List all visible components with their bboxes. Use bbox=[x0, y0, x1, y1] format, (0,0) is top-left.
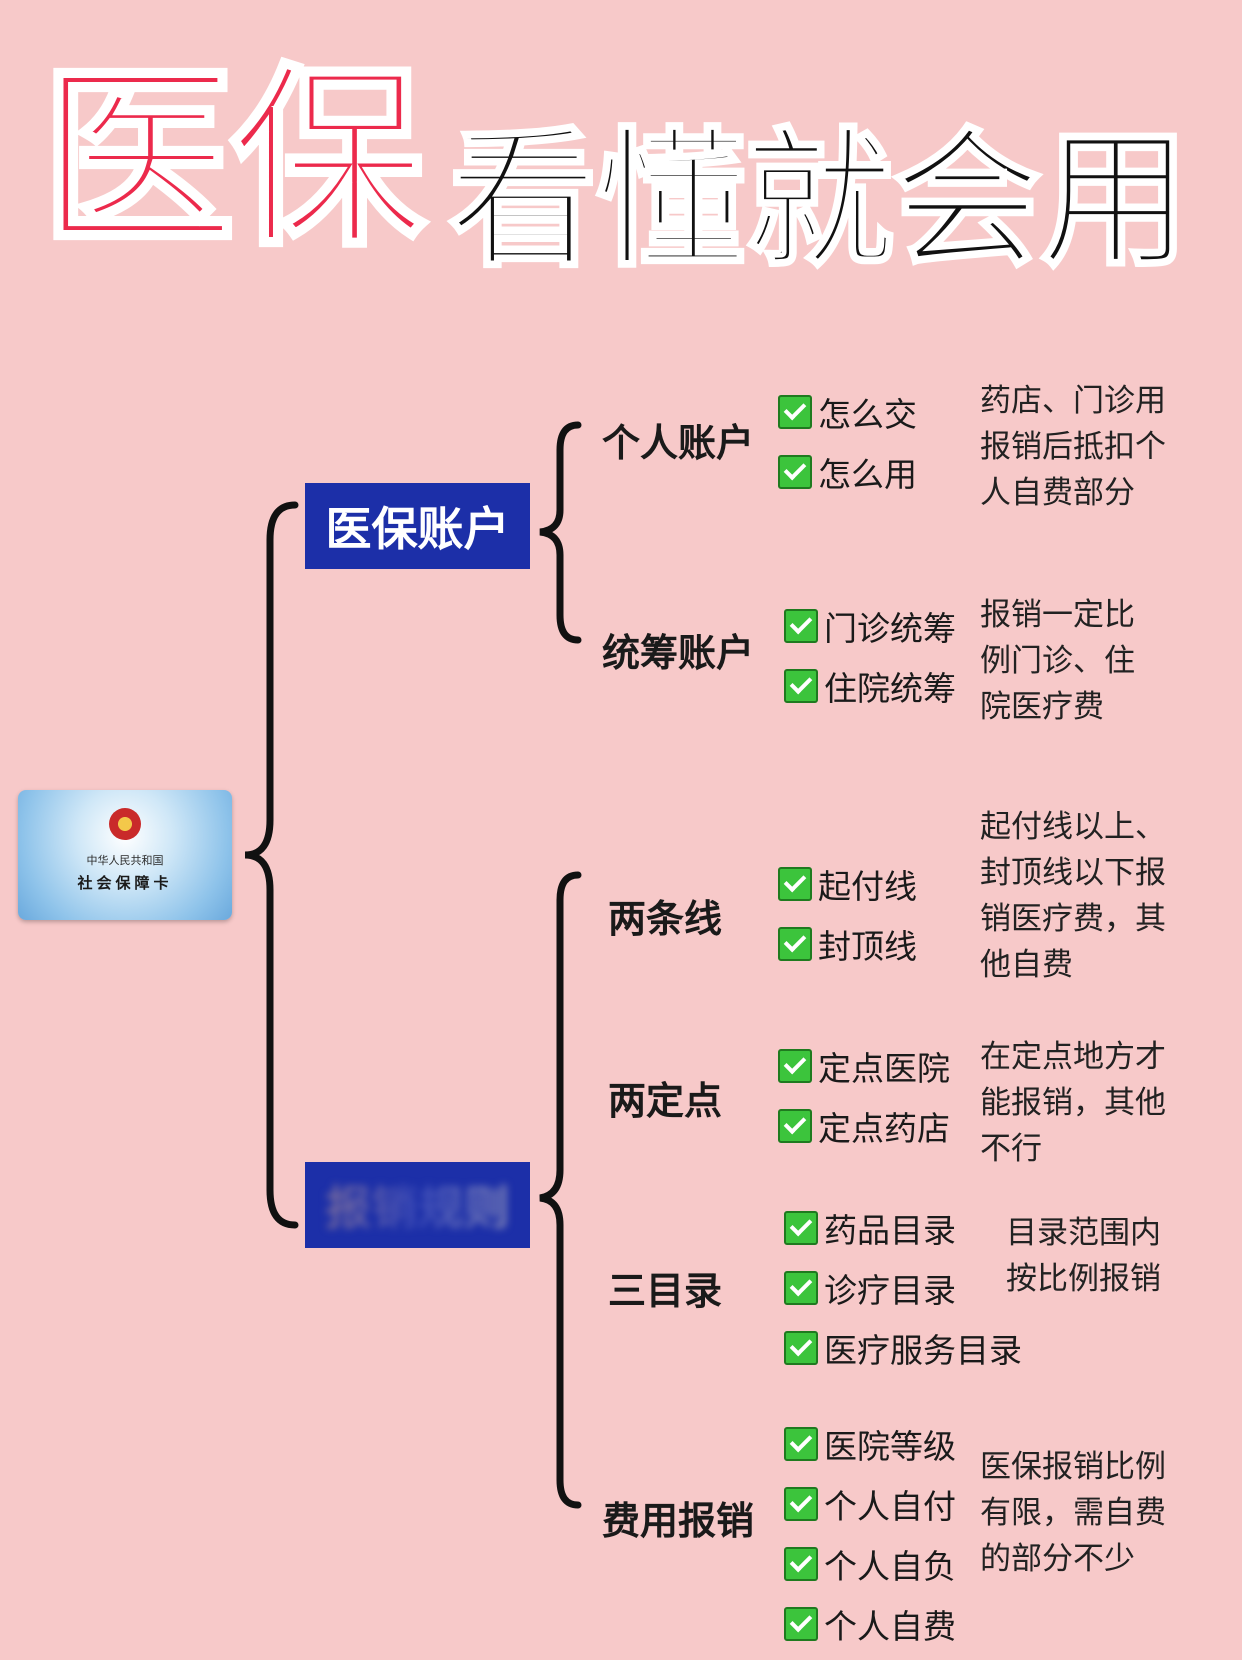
list-item: 怎么用 bbox=[778, 448, 917, 496]
list-item: 诊疗目录 bbox=[784, 1264, 956, 1312]
checkbox-check-icon bbox=[784, 1427, 818, 1461]
group-title-personal-account: 个人账户 bbox=[602, 421, 755, 465]
checkbox-check-icon bbox=[784, 669, 818, 703]
checkbox-check-icon bbox=[778, 927, 812, 961]
branch-reimburse-label-blurred: 报销规则 bbox=[326, 1172, 510, 1238]
checkbox-check-icon bbox=[784, 1211, 818, 1245]
group-title-two-lines: 两条线 bbox=[608, 897, 723, 941]
group-title-three-catalogs: 三目录 bbox=[608, 1269, 723, 1313]
card-line2: 社会保障卡 bbox=[77, 874, 173, 892]
list-item: 医院等级 bbox=[784, 1420, 956, 1468]
list-item: 医疗服务目录 bbox=[784, 1324, 1022, 1372]
list-item: 住院统筹 bbox=[784, 662, 956, 710]
checkbox-check-icon bbox=[784, 609, 818, 643]
checkbox-check-icon bbox=[778, 1109, 812, 1143]
national-emblem-icon bbox=[109, 808, 141, 840]
list-item: 个人自费 bbox=[784, 1600, 956, 1648]
checkbox-check-icon bbox=[778, 867, 812, 901]
group-desc: 报销一定比 例门诊、住 院医疗费 bbox=[980, 597, 1135, 725]
list-item: 个人自负 bbox=[784, 1540, 956, 1588]
list-item: 定点药店 bbox=[778, 1102, 950, 1150]
checkbox-check-icon bbox=[784, 1547, 818, 1581]
checkbox-check-icon bbox=[778, 395, 812, 429]
checkbox-check-icon bbox=[784, 1331, 818, 1365]
branch-reimburse-box: 报销规则 bbox=[305, 1162, 530, 1248]
checkbox-check-icon bbox=[784, 1487, 818, 1521]
list-item: 怎么交 bbox=[778, 388, 917, 436]
group-title-expense-reimburse: 费用报销 bbox=[602, 1499, 755, 1543]
checkbox-check-icon bbox=[778, 1049, 812, 1083]
list-item: 门诊统筹 bbox=[784, 602, 956, 650]
group-title-pooling-account: 统筹账户 bbox=[602, 631, 755, 675]
group-title-two-designated: 两定点 bbox=[608, 1079, 723, 1123]
list-item: 个人自付 bbox=[784, 1480, 956, 1528]
title-rest: 看懂就会用 bbox=[446, 114, 1191, 288]
social-security-card: 中华人民共和国 社会保障卡 bbox=[18, 790, 232, 920]
branch-account-label: 医保账户 bbox=[325, 502, 510, 556]
card-line1: 中华人民共和国 bbox=[86, 854, 164, 867]
title-highlight: 医保 bbox=[38, 46, 428, 274]
group-desc: 目录范围内 按比例报销 bbox=[1006, 1215, 1161, 1297]
list-item: 封顶线 bbox=[778, 920, 917, 968]
branch-account-box: 医保账户 bbox=[305, 483, 530, 569]
group-desc: 药店、门诊用 报销后抵扣个 人自费部分 bbox=[980, 383, 1166, 511]
group-desc: 医保报销比例 有限，需自费 的部分不少 bbox=[980, 1449, 1166, 1577]
checkbox-check-icon bbox=[784, 1607, 818, 1641]
list-item: 药品目录 bbox=[784, 1204, 956, 1252]
group-desc: 在定点地方才 能报销，其他 不行 bbox=[980, 1039, 1166, 1167]
checkbox-check-icon bbox=[784, 1271, 818, 1305]
list-item: 定点医院 bbox=[778, 1042, 950, 1090]
checkbox-check-icon bbox=[778, 455, 812, 489]
list-item: 起付线 bbox=[778, 860, 917, 908]
group-desc: 起付线以上、 封顶线以下报 销医疗费，其 他自费 bbox=[980, 809, 1166, 983]
